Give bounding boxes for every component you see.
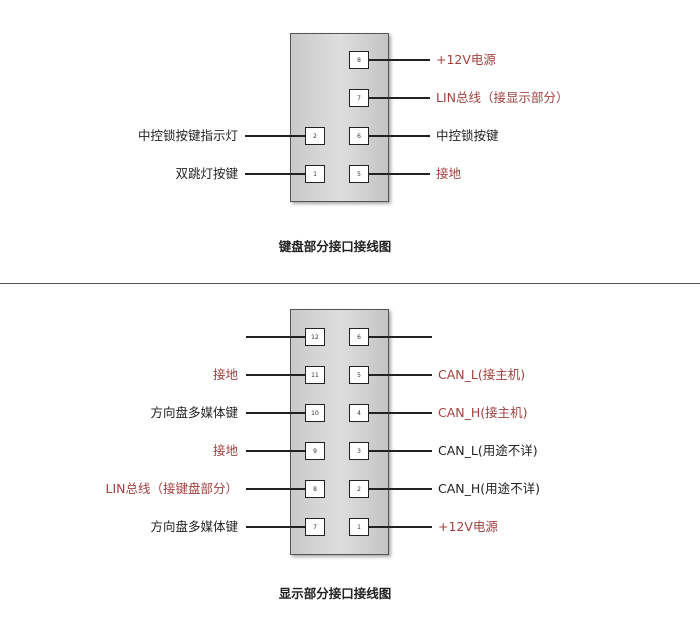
section-divider: [0, 283, 700, 284]
pin-2: 2: [349, 480, 369, 498]
pin-1: 1: [305, 165, 325, 183]
diagram-caption: 显示部分接口接线图: [278, 586, 392, 601]
pin-6: 6: [349, 127, 369, 145]
wire: [245, 135, 305, 137]
pin-7: 7: [349, 89, 369, 107]
pin-4: 4: [349, 404, 369, 422]
wire: [246, 374, 305, 376]
pin-8: 8: [349, 51, 369, 69]
pin-label: 中控锁按键指示灯: [137, 128, 238, 143]
wire: [246, 488, 305, 490]
pin-label: 双跳灯按键: [175, 166, 238, 181]
pin-label: CAN_H(接主机): [438, 405, 528, 420]
diagram-caption: 键盘部分接口接线图: [278, 239, 392, 254]
pin-label: 中控锁按键: [436, 128, 499, 143]
wire: [246, 526, 305, 528]
connector-housing: [290, 309, 389, 555]
wire: [369, 412, 432, 414]
pin-6: 6: [349, 328, 369, 346]
pin-label: LIN总线（接键盘部分）: [105, 481, 238, 496]
pin-label: 方向盘多媒体键: [150, 405, 238, 420]
pin-1: 1: [349, 518, 369, 536]
pin-label: 接地: [212, 367, 238, 382]
wire: [369, 135, 430, 137]
pin-11: 11: [305, 366, 325, 384]
wire: [245, 173, 305, 175]
wire: [369, 526, 432, 528]
pin-2: 2: [305, 127, 325, 145]
pin-label: 方向盘多媒体键: [150, 519, 238, 534]
pin-label: CAN_L(用途不详): [438, 443, 538, 458]
wire: [369, 450, 432, 452]
pin-3: 3: [349, 442, 369, 460]
pin-12: 12: [305, 328, 325, 346]
pin-8: 8: [305, 480, 325, 498]
wire: [369, 336, 432, 338]
pin-label: +12V电源: [438, 519, 498, 534]
pin-10: 10: [305, 404, 325, 422]
pin-label: 接地: [212, 443, 238, 458]
wire: [246, 336, 305, 338]
wire: [369, 488, 432, 490]
pin-label: CAN_L(接主机): [438, 367, 526, 382]
wire: [369, 173, 430, 175]
wire: [369, 97, 430, 99]
pin-7: 7: [305, 518, 325, 536]
pin-5: 5: [349, 366, 369, 384]
pin-label: LIN总线（接显示部分）: [436, 90, 569, 105]
pin-label: +12V电源: [436, 52, 496, 67]
wire: [246, 412, 305, 414]
wire: [369, 374, 432, 376]
pin-5: 5: [349, 165, 369, 183]
pin-label: 接地: [436, 166, 462, 181]
wire: [369, 59, 430, 61]
pin-9: 9: [305, 442, 325, 460]
wire: [246, 450, 305, 452]
pin-label: CAN_H(用途不详): [438, 481, 541, 496]
